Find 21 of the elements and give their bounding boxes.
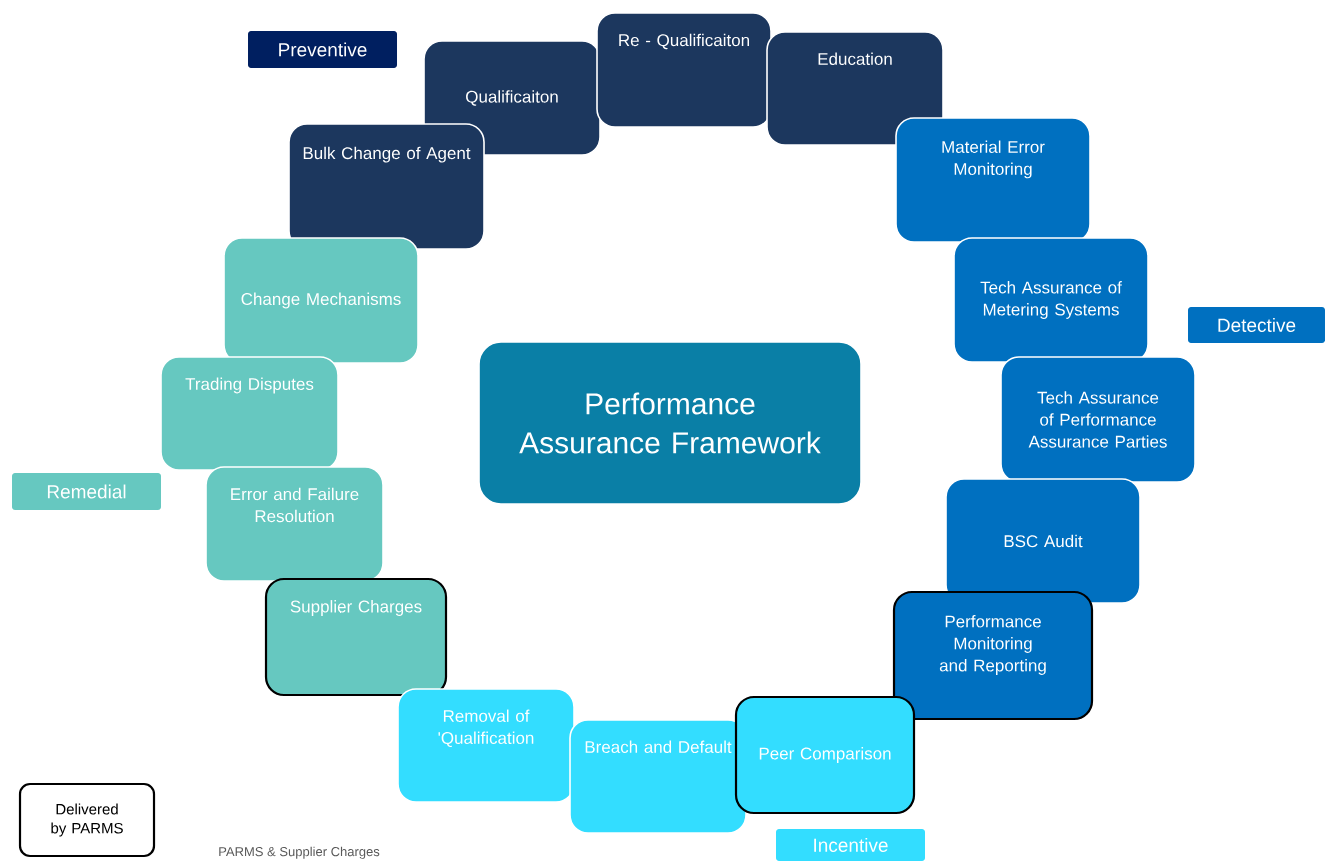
process-box: Tech Assurance of Metering Systems [953, 237, 1149, 363]
process-box: Peer Comparison [734, 695, 916, 815]
category-label: Detective [1188, 307, 1325, 343]
center-box: Performance Assurance Framework [478, 341, 862, 505]
process-box: Trading Disputes [160, 356, 339, 471]
category-label: Remedial [12, 473, 161, 510]
process-box: Bulk Change of Agent [288, 123, 485, 250]
footer-text: PARMS & Supplier Charges [219, 846, 380, 859]
process-box: Change Mechanisms [223, 237, 419, 364]
process-box: Re - Qualificaiton [596, 12, 772, 128]
process-box: Performance Monitoring and Reporting [892, 590, 1094, 721]
process-box: Tech Assurance of Performance Assurance Parties [1000, 356, 1196, 483]
process-box: BSC Audit [945, 478, 1141, 604]
category-label: Preventive [248, 31, 397, 68]
note-box: Delivered by PARMS [18, 782, 156, 858]
process-box: Supplier Charges [264, 577, 448, 697]
process-box: Breach and Default [569, 719, 747, 834]
process-box: Removal of 'Qualification [397, 688, 575, 803]
category-label: Incentive [776, 829, 925, 861]
process-box: Error and Failure Resolution [205, 466, 384, 582]
process-box: Material Error Monitoring [895, 117, 1091, 243]
